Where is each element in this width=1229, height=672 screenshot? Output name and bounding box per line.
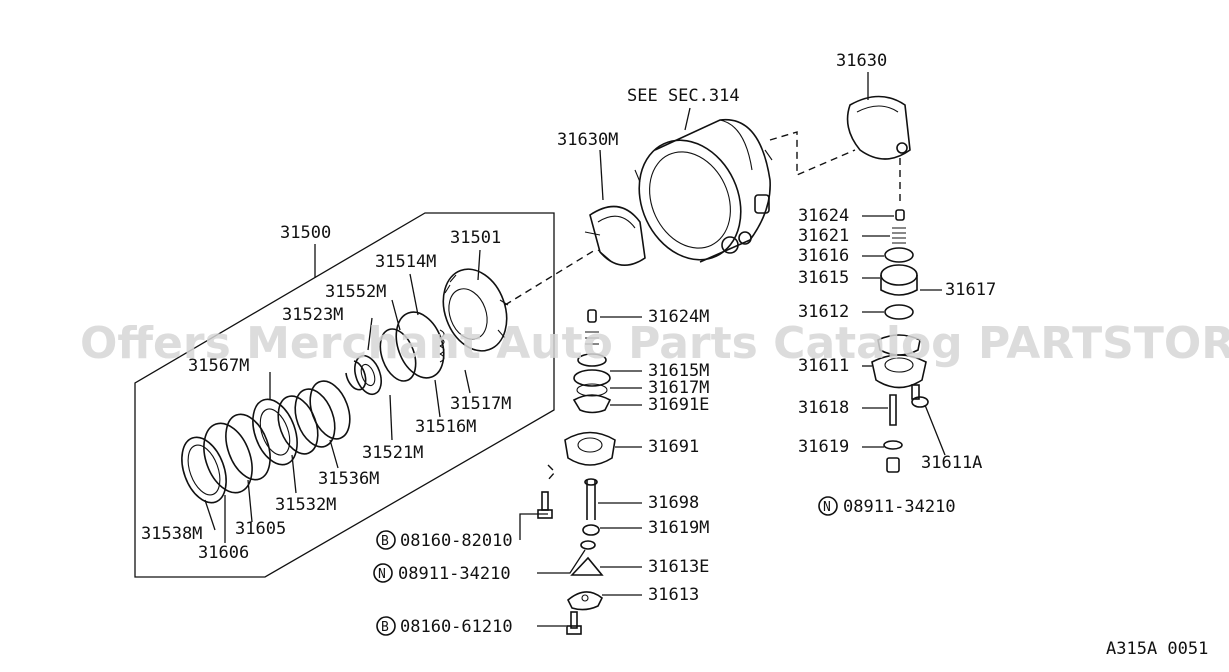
callout-31613e: 31613E: [648, 557, 709, 577]
callout-31516m: 31516M: [415, 417, 476, 437]
svg-text:N: N: [378, 567, 386, 582]
callout-31567m: 31567M: [188, 356, 249, 376]
svg-text:B: B: [381, 620, 389, 635]
fastener-08911-34210-right: N 08911-34210: [818, 496, 956, 517]
callout-31624m: 31624M: [648, 307, 709, 327]
callout-31615: 31615: [798, 268, 849, 288]
callout-31514m: 31514M: [375, 252, 436, 272]
assembly-outline: [134, 212, 555, 578]
callout-31617: 31617: [945, 280, 996, 300]
callout-31612: 31612: [798, 302, 849, 322]
linkage-pack-band: [504, 249, 596, 306]
callout-31616: 31616: [798, 246, 849, 266]
callout-31517m: 31517M: [450, 394, 511, 414]
callout-31500: 31500: [280, 223, 331, 243]
servo-middle-illustration: [537, 309, 616, 635]
band-31630m-illustration: [584, 205, 646, 266]
callout-31624: 31624: [798, 206, 849, 226]
svg-text:08911-34210: 08911-34210: [398, 564, 511, 584]
callout-31618: 31618: [798, 398, 849, 418]
callout-31619m: 31619M: [648, 518, 709, 538]
leader-lines: [204, 72, 946, 627]
callout-31521m: 31521M: [362, 443, 423, 463]
callout-31605: 31605: [235, 519, 286, 539]
callout-31698: 31698: [648, 493, 699, 513]
callout-31611a: 31611A: [921, 453, 982, 473]
svg-text:N: N: [823, 500, 831, 515]
callout-31617m: 31617M: [648, 378, 709, 398]
figure-code: A315A 0051: [1106, 639, 1208, 659]
callout-31611: 31611: [798, 356, 849, 376]
callout-see-sec: SEE SEC.314: [627, 86, 740, 106]
callout-31536m: 31536M: [318, 469, 379, 489]
callout-31538m: 31538M: [141, 524, 202, 544]
callout-31532m: 31532M: [275, 495, 336, 515]
fastener-08160-82010: B 08160-82010: [376, 530, 513, 551]
callout-31630m: 31630M: [557, 130, 618, 150]
callout-31619: 31619: [798, 437, 849, 457]
fastener-08160-61210: B 08160-61210: [376, 616, 513, 637]
callout-31621: 31621: [798, 226, 849, 246]
callout-31691e: 31691E: [648, 395, 709, 415]
callout-31613: 31613: [648, 585, 699, 605]
svg-text:08160-82010: 08160-82010: [400, 531, 513, 551]
drum-illustration: [634, 118, 773, 263]
callout-31630: 31630: [836, 51, 887, 71]
watermark-text: Offers Merchant Auto Parts Catalog PARTS…: [80, 318, 1229, 369]
callout-31615m: 31615M: [648, 361, 709, 381]
svg-text:B: B: [381, 534, 389, 549]
clutch-plates-illustration: [181, 268, 509, 504]
callout-31691: 31691: [648, 437, 699, 457]
callout-31552m: 31552M: [325, 282, 386, 302]
callout-31501: 31501: [450, 228, 501, 248]
servo-right-illustration: [871, 209, 929, 473]
linkage-drum-band: [769, 131, 856, 177]
callout-31606: 31606: [198, 543, 249, 563]
fastener-08911-34210-middle: N 08911-34210: [373, 563, 511, 584]
band-31630-illustration: [846, 95, 911, 160]
callout-31523m: 31523M: [282, 305, 343, 325]
svg-text:08160-61210: 08160-61210: [400, 617, 513, 637]
svg-text:08911-34210: 08911-34210: [843, 497, 956, 517]
